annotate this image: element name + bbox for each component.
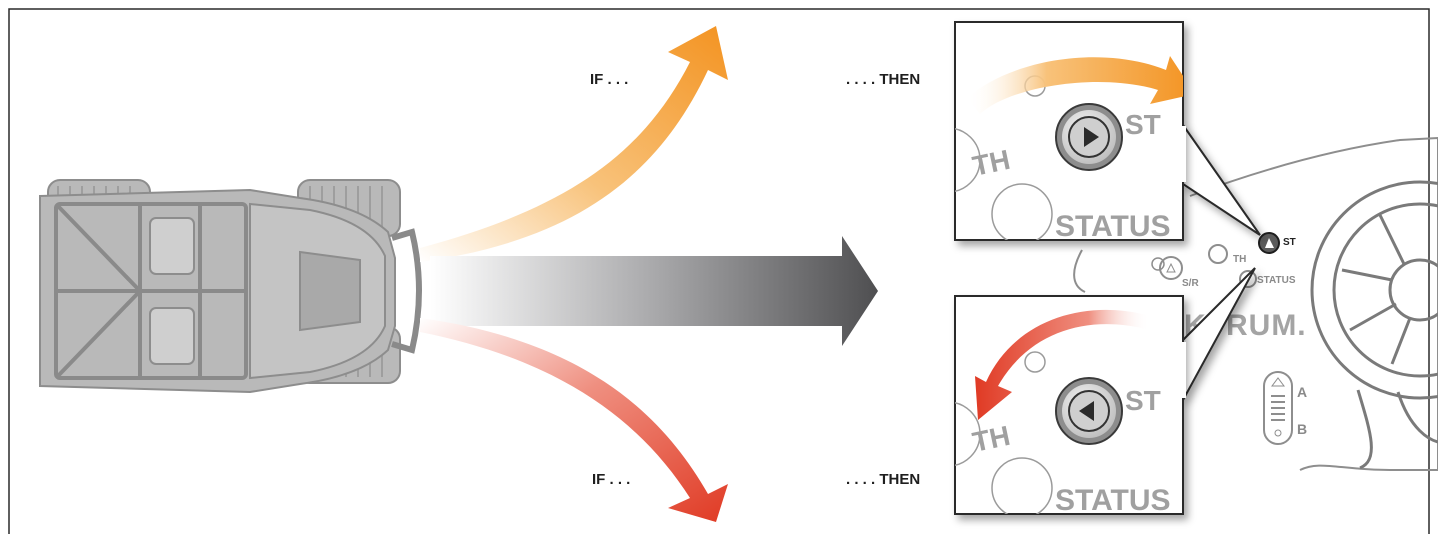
vehicle-top-view — [39, 179, 422, 394]
frame-border — [8, 8, 1430, 534]
then-label-bottom: . . . . THEN — [846, 471, 920, 488]
zoom-bottom-status-label: STATUS — [1055, 484, 1171, 517]
zoom-callout-bottom: TH ST STATUS — [954, 267, 1256, 517]
tx-th-label: TH — [1233, 254, 1246, 265]
tx-st-label: ST — [1283, 237, 1296, 248]
switch-b-label: B — [1297, 421, 1307, 437]
steering-wheel — [1310, 180, 1438, 470]
zoom-bottom-th-label: TH — [970, 420, 1013, 458]
zoom-bottom-play-left-icon — [1079, 401, 1094, 421]
zoom-top-arrow-clockwise — [967, 56, 1183, 114]
zoom-callout-top: TH ST STATUS — [954, 21, 1261, 243]
zoom-top-play-right-icon — [1084, 127, 1099, 147]
transmitter: ST S/R TH STATUS KTRUM. A B — [1073, 136, 1438, 471]
arrow-straight — [430, 236, 878, 346]
switch-a-label: A — [1297, 384, 1307, 400]
arrow-down-right — [420, 318, 728, 522]
zoom-bottom-st-label: ST — [1125, 385, 1161, 416]
arrow-up-right — [420, 26, 728, 262]
status-led — [1239, 270, 1257, 288]
callout-pointer-top — [1182, 121, 1261, 236]
zoom-top-st-label: ST — [1125, 109, 1161, 140]
if-label-bottom: IF . . . — [592, 471, 630, 488]
sr-knob[interactable] — [1159, 256, 1183, 280]
then-label-top: . . . . THEN — [846, 71, 920, 88]
tx-status-label: STATUS — [1257, 275, 1296, 286]
if-label-top: IF . . . — [590, 71, 628, 88]
th-trim-button[interactable] — [1208, 244, 1228, 264]
zoom-top-status-label: STATUS — [1055, 210, 1171, 243]
ab-switch[interactable] — [1263, 371, 1293, 445]
tx-sr-label: S/R — [1182, 278, 1199, 289]
zoom-top-th-label: TH — [970, 144, 1013, 182]
zoom-bottom-arrow-counterclockwise — [975, 309, 1150, 420]
